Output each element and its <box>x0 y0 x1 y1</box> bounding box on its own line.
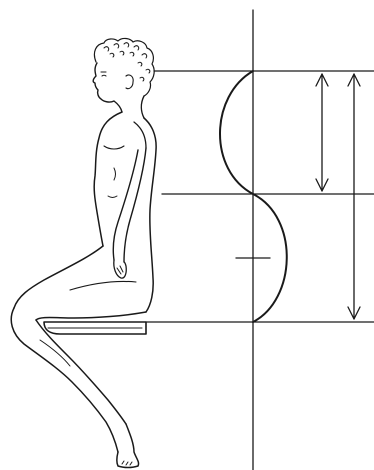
full-length-dimension-arrow <box>348 74 360 319</box>
reference-lines <box>146 71 374 322</box>
seated-human-figure <box>11 38 156 467</box>
figure-head <box>93 38 154 118</box>
figure-foot <box>117 424 139 468</box>
figure-lower-leg <box>11 308 126 452</box>
figure-arm <box>113 148 146 278</box>
upper-segment-dimension-arrow <box>316 74 328 191</box>
stool-seat <box>44 322 146 334</box>
figure-upper-leg <box>14 246 146 320</box>
